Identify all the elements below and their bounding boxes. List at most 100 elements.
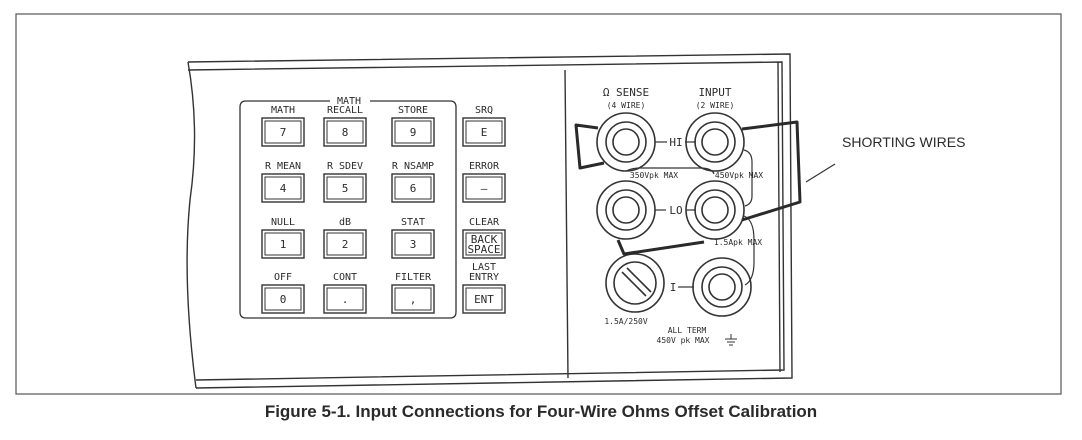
key-body[interactable] (261, 173, 305, 203)
key-face (264, 176, 302, 200)
key-off[interactable]: OFF 0 (261, 272, 305, 314)
sense-hi-jack[interactable] (596, 112, 656, 172)
current-input-jack[interactable] (692, 257, 752, 317)
sense-rating: 350Vpk MAX (630, 171, 678, 180)
current-rating: 1.5Apk MAX (714, 238, 762, 247)
key-error[interactable]: ERROR — (462, 161, 506, 203)
key-store[interactable]: STORE 9 (391, 105, 435, 147)
key-body[interactable] (391, 173, 435, 203)
key-face-label: 1 (280, 238, 287, 251)
input-title: INPUT (698, 86, 731, 99)
key-face (465, 120, 503, 144)
sense-title: Ω SENSE (603, 86, 649, 99)
lo-label: LO (669, 204, 682, 217)
key-body[interactable] (323, 229, 367, 259)
key-label: STORE (398, 105, 428, 116)
figure-caption: Figure 5-1. Input Connections for Four-W… (264, 402, 818, 421)
key-body[interactable] (462, 117, 506, 147)
key-face (394, 232, 432, 256)
key-label: OFF (274, 272, 292, 283)
key-label: ERROR (469, 161, 500, 172)
key-body[interactable] (462, 229, 506, 259)
key-label: RECALL (327, 105, 363, 116)
key-face-label: BACK (471, 233, 498, 246)
key-face (326, 232, 364, 256)
key-face-label: SPACE (467, 243, 500, 256)
key-face (264, 232, 302, 256)
key-label: R NSAMP (392, 161, 434, 172)
term-rating-2: 450V pk MAX (657, 336, 710, 345)
key-label: FILTER (395, 272, 432, 283)
key-label: CLEAR (469, 217, 500, 228)
key-face-label: — (481, 182, 488, 195)
key-face (394, 176, 432, 200)
key-face-label: 0 (280, 293, 287, 306)
key-filter[interactable]: FILTER, (391, 272, 435, 314)
key-body[interactable] (462, 284, 506, 314)
key-body[interactable] (261, 284, 305, 314)
key-face-label: 8 (342, 126, 349, 139)
key-face-label: 9 (410, 126, 417, 139)
key-face (264, 120, 302, 144)
key-face (326, 287, 364, 311)
key-label: NULL (271, 217, 295, 228)
key-body[interactable] (323, 284, 367, 314)
key-body[interactable] (391, 117, 435, 147)
key-body[interactable] (323, 117, 367, 147)
key-label: CONT (333, 272, 357, 283)
hi-label: HI (669, 136, 682, 149)
key-label: SRQ (475, 105, 493, 116)
key-math[interactable]: MATH 7 (261, 105, 305, 147)
key-db[interactable]: dB 2 (323, 217, 367, 259)
callout-leader (805, 163, 836, 183)
front-panel (186, 53, 793, 389)
input-rating: 450Vpk MAX (715, 171, 763, 180)
key-label: MATH (271, 105, 295, 116)
key-label: R SDEV (327, 161, 363, 172)
fuse-holder[interactable] (605, 253, 665, 313)
key-label: ENTRY (469, 272, 499, 283)
shorting-wires-label: SHORTING WIRES (842, 134, 965, 150)
key-recall[interactable]: RECALL 8 (323, 105, 367, 147)
input-subtitle: (2 WIRE) (696, 101, 735, 110)
key-face (394, 287, 432, 311)
key-face-label: ENT (474, 293, 494, 306)
key-r-nsamp[interactable]: R NSAMP 6 (391, 161, 435, 203)
key-face-label: 2 (342, 238, 349, 251)
key-label: LAST (472, 262, 496, 273)
shorting-wires (574, 120, 802, 256)
key-r-sdev[interactable]: R SDEV 5 (323, 161, 367, 203)
fuse-rating: 1.5A/250V (604, 317, 648, 326)
key-face (394, 120, 432, 144)
key-face (465, 287, 503, 311)
key-face-label: 7 (280, 126, 287, 139)
key-face-label: . (342, 293, 349, 306)
key-face (326, 120, 364, 144)
key-label: R MEAN (265, 161, 301, 172)
sense-lo-jack[interactable] (596, 180, 656, 240)
figure-frame (15, 13, 1062, 395)
key-face-label: 6 (410, 182, 417, 195)
key-body[interactable] (391, 229, 435, 259)
key-face-label: 5 (342, 182, 349, 195)
key-cont[interactable]: CONT. (323, 272, 367, 314)
key-label: dB (339, 217, 351, 228)
input-hi-jack[interactable] (685, 112, 745, 172)
key-body[interactable] (323, 173, 367, 203)
key-null[interactable]: NULL 1 (261, 217, 305, 259)
key-face (326, 176, 364, 200)
key-label: STAT (401, 217, 425, 228)
i-label: I (670, 281, 677, 294)
math-group-label: MATH (337, 96, 361, 107)
key-body[interactable] (261, 229, 305, 259)
key-body[interactable] (261, 117, 305, 147)
key-body[interactable] (391, 284, 435, 314)
input-lo-jack[interactable] (685, 180, 745, 240)
key-body[interactable] (462, 173, 506, 203)
